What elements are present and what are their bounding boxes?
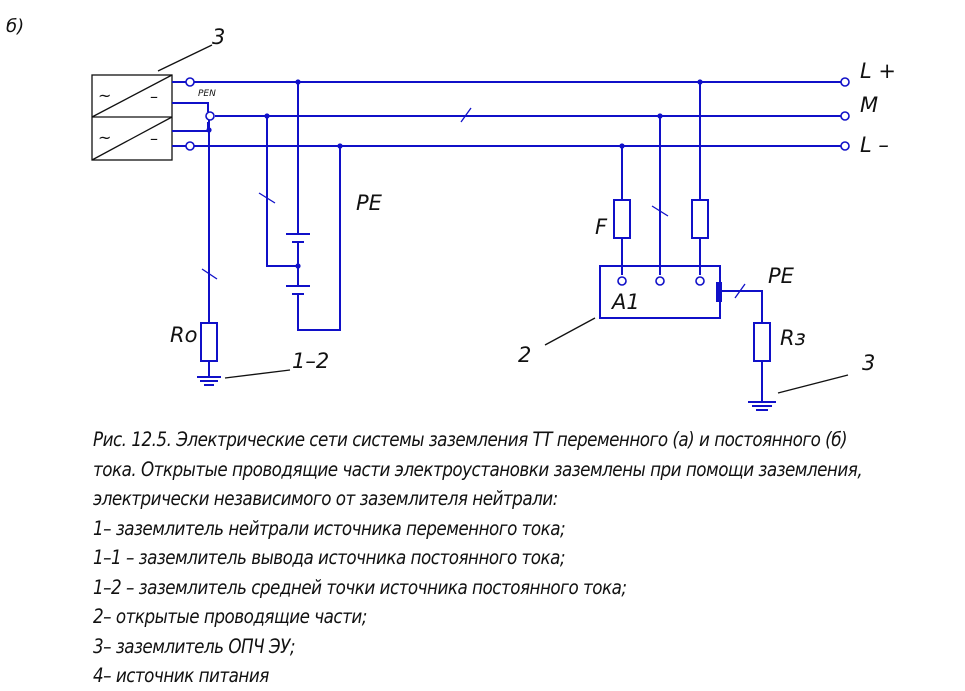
device-ref-label: 2	[518, 343, 531, 367]
dc-symbol-top: –	[150, 87, 158, 106]
caption-line-4: 1– заземлитель нейтрали источника переме…	[93, 516, 566, 540]
ac-symbol-bottom: ~	[98, 128, 111, 147]
ac-symbol-top: ~	[98, 86, 111, 105]
caption-line-3: электрически независимого от заземлителя…	[93, 487, 558, 510]
label-ro: Ro	[170, 323, 197, 347]
caption-line-9: 4– источник питания	[93, 664, 269, 687]
fuse-left	[613, 199, 631, 239]
dc-symbol-bottom: –	[150, 129, 158, 148]
caption-line-8: 3– заземлитель ОПЧ ЭУ;	[93, 634, 295, 658]
load-branches	[613, 82, 709, 275]
label-l-plus: L +	[860, 59, 896, 83]
fuse-label: F	[595, 215, 608, 239]
caption-line-2: тока. Открытые проводящие части электроу…	[93, 457, 863, 481]
resistor-rz	[753, 322, 771, 362]
pen-label: PEN	[198, 89, 216, 99]
pe-left-label: PE	[356, 191, 383, 215]
ground-mid-ref-label: 1–2	[292, 349, 329, 373]
caption-line-6: 1–2 – заземлитель средней точки источник…	[93, 575, 627, 599]
terminal-l-plus	[840, 77, 850, 87]
panel-label: б)	[6, 16, 24, 37]
label-m: M	[860, 93, 878, 117]
device-label: A1	[610, 290, 640, 314]
pe-right-label: PE	[768, 264, 795, 288]
terminal-m	[840, 111, 850, 121]
terminal-l-minus	[840, 141, 850, 151]
ground-symbol-right	[748, 401, 776, 411]
label-rz: Rз	[780, 326, 806, 350]
ground-right-ref-label: 3	[862, 351, 875, 375]
caption-line-7: 2– открытые проводящие части;	[93, 605, 367, 628]
power-source-block: ~ – ~ –	[91, 74, 173, 161]
source-ref-label: 3	[212, 25, 225, 49]
battery-branch	[258, 82, 341, 331]
caption-line-1: Рис. 12.5. Электрические сети системы за…	[93, 428, 848, 451]
caption-line-5: 1–1 – заземлитель вывода источника посто…	[93, 546, 566, 569]
label-l-minus: L –	[860, 133, 889, 157]
ground-symbol-left	[197, 376, 221, 386]
figure-caption: Рис. 12.5. Электрические сети системы за…	[93, 425, 863, 691]
resistor-ro	[200, 322, 218, 362]
fuse-right	[691, 199, 709, 239]
tt-dc-circuit-diagram: б) ~ – ~ – 3 PEN L + M L – Ro	[6, 16, 896, 411]
